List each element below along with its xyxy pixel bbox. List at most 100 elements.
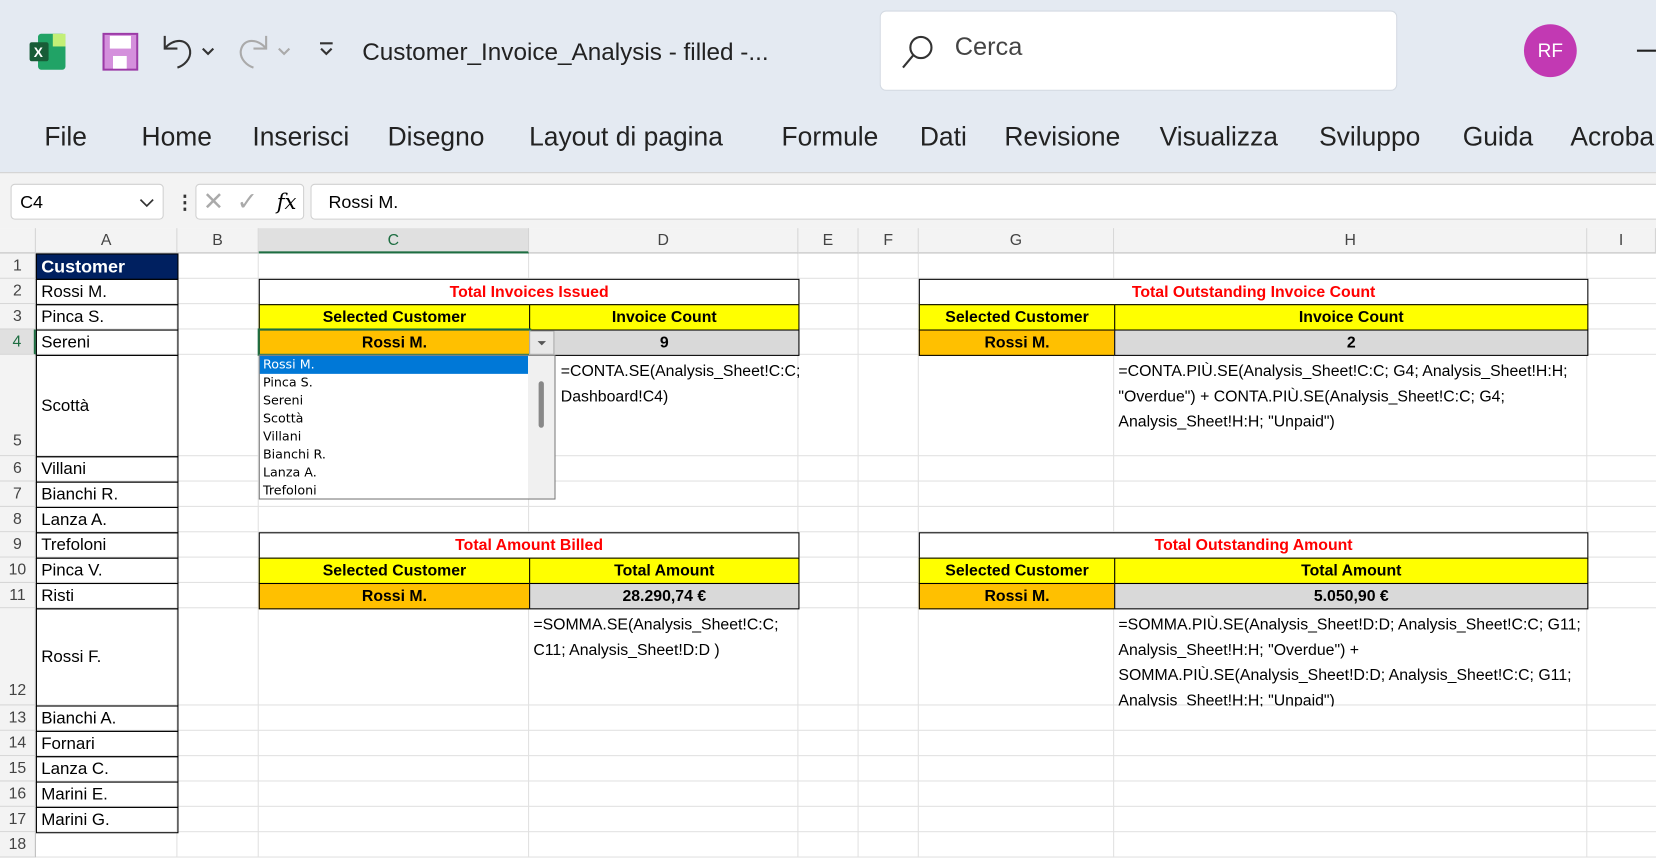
save-icon[interactable]: [102, 32, 139, 71]
row-header-2[interactable]: 2: [0, 278, 36, 305]
column-header-A[interactable]: A: [35, 228, 178, 254]
tab-sviluppo[interactable]: Sviluppo: [1319, 122, 1421, 153]
tab-layout-di-pagina[interactable]: Layout di pagina: [529, 122, 723, 153]
row-header-14[interactable]: 14: [0, 730, 36, 757]
row-header-18[interactable]: 18: [0, 832, 36, 858]
more-options-icon[interactable]: ⋮: [175, 192, 195, 214]
tab-file[interactable]: File: [44, 122, 87, 153]
gridline-v: [257, 253, 259, 858]
row-header-7[interactable]: 7: [0, 481, 36, 507]
column-label-value: Total Amount: [529, 557, 800, 585]
column-header-F[interactable]: F: [858, 228, 919, 254]
tab-formule[interactable]: Formule: [781, 122, 879, 153]
dropdown-option[interactable]: Sereni: [262, 392, 304, 408]
dropdown-scrollbar[interactable]: [528, 355, 555, 499]
row-header-8[interactable]: 8: [0, 506, 36, 533]
dropdown-option[interactable]: Villani: [262, 428, 302, 444]
tab-guida[interactable]: Guida: [1462, 122, 1534, 153]
formula-text-cell[interactable]: =SOMMA.SE(Analysis_Sheet!C:C; C11; Analy…: [533, 615, 779, 660]
customer-cell[interactable]: Rossi F.: [35, 608, 179, 707]
tab-revisione[interactable]: Revisione: [1004, 122, 1121, 153]
result-value-cell[interactable]: 9: [529, 329, 800, 356]
row-header-13[interactable]: 13: [0, 705, 36, 731]
customer-cell[interactable]: Risti: [35, 582, 179, 610]
result-value-cell[interactable]: 28.290,74 €: [529, 582, 800, 610]
name-box[interactable]: C4: [10, 183, 164, 220]
row-header-4[interactable]: 4: [0, 329, 36, 355]
row-header-12[interactable]: 12: [0, 608, 36, 706]
table-title: Total Amount Billed: [258, 532, 800, 559]
row-header-1[interactable]: 1: [0, 253, 36, 279]
row-header-11[interactable]: 11: [0, 582, 36, 609]
tab-disegno[interactable]: Disegno: [387, 122, 485, 153]
customer-cell[interactable]: Marini E.: [35, 781, 179, 808]
row-header-10[interactable]: 10: [0, 557, 36, 583]
customer-cell[interactable]: Bianchi A.: [35, 705, 179, 732]
column-header-I[interactable]: I: [1587, 228, 1656, 254]
tab-inserisci[interactable]: Inserisci: [252, 122, 350, 153]
search-box[interactable]: Cerca: [879, 10, 1398, 91]
customer-cell[interactable]: Rossi M.: [35, 278, 179, 306]
customer-cell[interactable]: Lanza A.: [35, 506, 179, 534]
row-header-17[interactable]: 17: [0, 806, 36, 833]
column-label-customer: Selected Customer: [258, 304, 531, 331]
result-value-cell[interactable]: 5.050,90 €: [1114, 582, 1589, 610]
row-header-5[interactable]: 5: [0, 354, 36, 457]
row-header-3[interactable]: 3: [0, 304, 36, 330]
customer-cell[interactable]: Sereni: [35, 329, 179, 356]
customize-toolbar-icon[interactable]: [317, 40, 336, 59]
dropdown-option[interactable]: Lanza A.: [262, 464, 317, 480]
customer-header[interactable]: Customer: [35, 253, 179, 280]
insert-function-icon[interactable]: fx: [276, 189, 297, 215]
dropdown-option[interactable]: Rossi M.: [259, 355, 529, 374]
column-header-D[interactable]: D: [529, 228, 799, 254]
tab-dati[interactable]: Dati: [919, 122, 967, 153]
minimize-icon[interactable]: [1636, 49, 1656, 52]
formula-text-cell[interactable]: =CONTA.SE(Analysis_Sheet!C:C; Dashboard!…: [560, 362, 800, 406]
column-header-H[interactable]: H: [1114, 228, 1588, 254]
redo-icon[interactable]: [234, 32, 295, 70]
svg-text:X: X: [34, 45, 44, 60]
column-header-G[interactable]: G: [918, 228, 1115, 254]
dropdown-option[interactable]: Bianchi R.: [262, 446, 326, 462]
formula-text-cell[interactable]: =SOMMA.PIÙ.SE(Analysis_Sheet!D:D; Analys…: [1118, 615, 1581, 707]
dropdown-option[interactable]: Pinca S.: [262, 374, 313, 390]
formula-input[interactable]: Rossi M.: [310, 183, 1656, 220]
selected-customer-cell[interactable]: Rossi M.: [918, 582, 1116, 610]
confirm-icon[interactable]: ✓: [236, 187, 258, 217]
customer-cell[interactable]: Pinca S.: [35, 304, 179, 331]
row-header-9[interactable]: 9: [0, 532, 36, 558]
result-value-cell[interactable]: 2: [1114, 329, 1589, 356]
customer-cell[interactable]: Pinca V.: [35, 557, 179, 585]
customer-cell[interactable]: Marini G.: [35, 806, 179, 834]
column-header-C[interactable]: C: [258, 228, 530, 254]
customer-cell[interactable]: Villani: [35, 456, 179, 483]
selected-customer-cell[interactable]: Rossi M.: [918, 329, 1116, 356]
column-header-E[interactable]: E: [798, 228, 859, 254]
select-all-corner[interactable]: [0, 228, 36, 254]
selected-customer-cell[interactable]: Rossi M.: [258, 582, 531, 610]
formula-text-cell[interactable]: =CONTA.PIÙ.SE(Analysis_Sheet!C:C; G4; An…: [1118, 362, 1568, 431]
column-header-B[interactable]: B: [177, 228, 259, 254]
dropdown-option[interactable]: Trefoloni: [262, 482, 317, 498]
row-header-16[interactable]: 16: [0, 781, 36, 807]
row-header-6[interactable]: 6: [0, 456, 36, 482]
avatar[interactable]: RF: [1523, 24, 1577, 78]
customer-cell[interactable]: Fornari: [35, 730, 179, 758]
customer-cell[interactable]: Lanza C.: [35, 756, 179, 783]
cancel-icon[interactable]: ✕: [202, 187, 225, 217]
gridline-h: [35, 729, 1656, 731]
undo-icon[interactable]: [158, 32, 219, 70]
customer-cell[interactable]: Trefoloni: [35, 532, 179, 559]
customer-cell[interactable]: Scottà: [35, 354, 179, 458]
gridline-h: [35, 581, 1656, 583]
tab-acroba[interactable]: Acroba: [1570, 122, 1655, 153]
tab-home[interactable]: Home: [141, 122, 212, 153]
dropdown-button[interactable]: [529, 330, 555, 355]
customer-cell[interactable]: Bianchi R.: [35, 481, 179, 508]
scrollbar-thumb[interactable]: [538, 381, 544, 428]
dropdown-option[interactable]: Scottà: [262, 410, 304, 426]
row-header-15[interactable]: 15: [0, 756, 36, 782]
tab-visualizza[interactable]: Visualizza: [1159, 122, 1278, 153]
